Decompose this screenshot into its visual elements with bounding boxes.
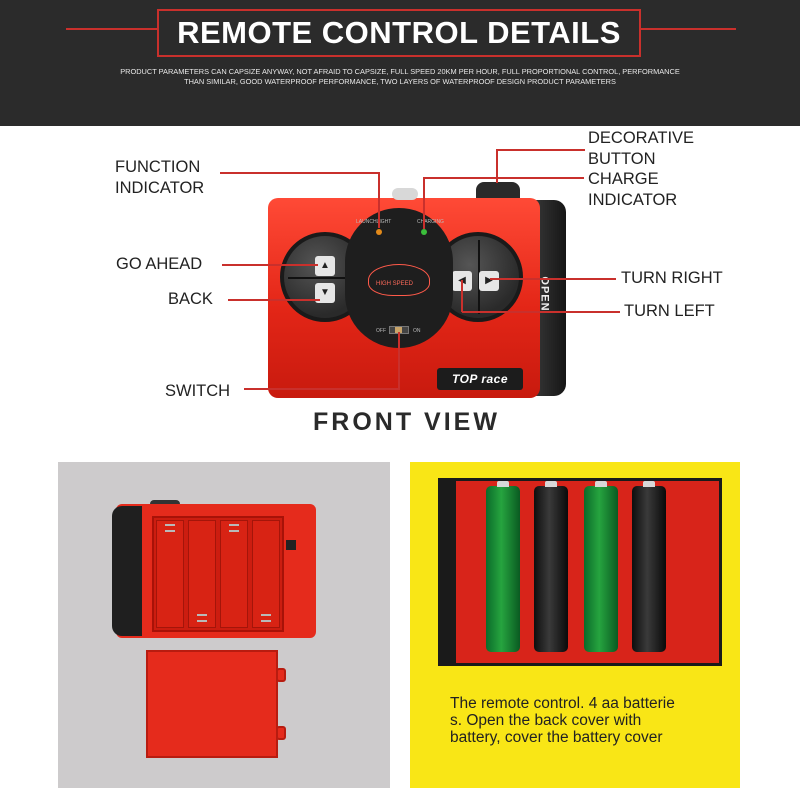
header-rule-right xyxy=(640,28,736,30)
callout-line-charge xyxy=(424,177,584,179)
power-switch xyxy=(395,327,402,333)
battery-terminal xyxy=(643,481,655,487)
back-port xyxy=(286,540,296,550)
callout-line-back xyxy=(228,299,320,301)
battery-slot xyxy=(252,520,280,628)
label-charge-indicator: CHARGE INDICATOR xyxy=(588,169,677,211)
brand-logo: TOP race xyxy=(437,368,523,390)
label-decorative-line2: BUTTON xyxy=(588,150,656,168)
label-charge-line1: CHARGE xyxy=(588,170,659,188)
turn-right-arrow-icon: ▶ xyxy=(479,271,499,291)
battery-terminal xyxy=(497,481,509,487)
callout-line-switch-v xyxy=(398,332,400,390)
switch-on-label: ON xyxy=(413,328,421,334)
aa-battery xyxy=(584,481,618,652)
callout-line-go-ahead xyxy=(222,264,318,266)
switch-off-label: OFF xyxy=(376,328,386,334)
back-arrow-icon: ▼ xyxy=(315,283,335,303)
label-decorative-line1: DECORATIVE xyxy=(588,129,695,147)
battery-terminal xyxy=(595,481,607,487)
label-back: BACK xyxy=(168,290,213,308)
remote-back-grip xyxy=(112,506,142,636)
battery-cover xyxy=(146,650,278,758)
label-switch: SWITCH xyxy=(165,382,231,400)
label-go-ahead: GO AHEAD xyxy=(116,255,203,273)
label-turn-left: TURN LEFT xyxy=(624,302,715,320)
open-label: OPEN xyxy=(538,276,551,312)
battery-caption-line3: battery, cover the battery cover xyxy=(450,729,663,746)
label-function-indicator-line1: FUNCTION xyxy=(115,158,201,176)
callout-line-decorative xyxy=(497,149,585,151)
label-function-indicator-line2: INDICATOR xyxy=(115,179,205,197)
callout-line-charge-v xyxy=(423,177,425,229)
battery-bay xyxy=(440,478,722,666)
callout-line-function-v xyxy=(378,172,380,228)
antenna-knob xyxy=(392,188,418,200)
aa-battery xyxy=(632,481,666,652)
battery-bay-grip xyxy=(438,478,456,666)
callout-line-decorative-v xyxy=(496,149,498,183)
label-turn-right: TURN RIGHT xyxy=(621,269,723,287)
spring-contact-icon xyxy=(229,524,239,532)
function-indicator-label: LAUNCHLIGHT xyxy=(356,219,392,225)
function-indicator-led xyxy=(376,229,382,235)
callout-line-turn-left-v xyxy=(461,280,463,312)
title-frame: REMOTE CONTROL DETAILS xyxy=(157,9,641,57)
label-function-indicator: FUNCTION INDICATOR xyxy=(115,157,204,199)
car-logo-icon xyxy=(368,264,430,296)
charge-indicator-led xyxy=(421,229,427,235)
label-decorative-button: DECORATIVE BUTTON xyxy=(588,128,694,170)
spring-contact-icon xyxy=(165,524,175,532)
front-view-caption: FRONT VIEW xyxy=(313,408,500,436)
battery-caption: The remote control. 4 aa batterie s. Ope… xyxy=(450,695,710,746)
battery-slot xyxy=(220,520,248,628)
decorative-button xyxy=(476,182,520,202)
spring-contact-icon xyxy=(197,614,207,622)
battery-slot xyxy=(156,520,184,628)
battery-slot xyxy=(188,520,216,628)
callout-line-switch xyxy=(244,388,400,390)
header-subtitle: PRODUCT PARAMETERS CAN CAPSIZE ANYWAY, N… xyxy=(120,67,680,86)
header-rule-left xyxy=(66,28,158,30)
aa-battery xyxy=(486,481,520,652)
page-title: REMOTE CONTROL DETAILS xyxy=(177,15,621,50)
go-ahead-arrow-icon: ▲ xyxy=(315,256,335,276)
callout-line-turn-left xyxy=(462,311,620,313)
logo-text: HIGH SPEED xyxy=(376,281,414,287)
battery-cover-clip xyxy=(276,668,286,682)
spring-contact-icon xyxy=(261,614,271,622)
battery-caption-line2: s. Open the back cover with xyxy=(450,712,642,729)
label-charge-line2: INDICATOR xyxy=(588,191,678,209)
battery-terminal xyxy=(545,481,557,487)
battery-cover-clip xyxy=(276,726,286,740)
aa-battery xyxy=(534,481,568,652)
battery-caption-line1: The remote control. 4 aa batterie xyxy=(450,695,675,712)
charge-indicator-label: CHARGING xyxy=(417,219,444,225)
callout-line-function xyxy=(220,172,380,174)
callout-line-turn-right xyxy=(490,278,616,280)
throttle-pad-divider xyxy=(288,277,362,279)
header-banner: REMOTE CONTROL DETAILS PRODUCT PARAMETER… xyxy=(0,0,800,126)
